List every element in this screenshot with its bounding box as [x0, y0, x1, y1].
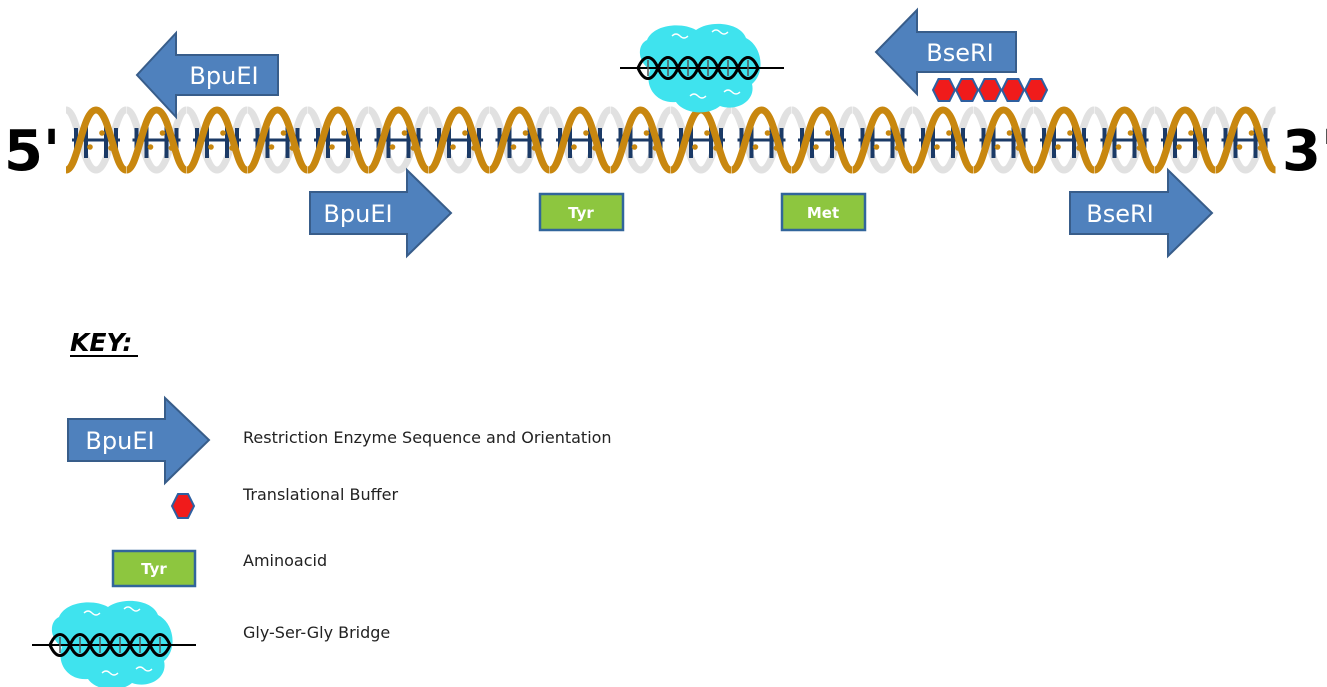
enzyme-label: BpuEI	[189, 62, 258, 90]
key-enzyme-label: BpuEI	[85, 427, 154, 455]
gly-ser-gly-bridge	[618, 22, 786, 114]
aminoacid-label: Tyr	[568, 204, 594, 222]
buffer-hexagon	[977, 78, 1003, 102]
key-enzyme-description: Restriction Enzyme Sequence and Orientat…	[243, 428, 612, 447]
key-buffer-description: Translational Buffer	[242, 485, 399, 504]
buffer-hexagon	[1023, 78, 1049, 102]
helix-turn	[1155, 110, 1215, 170]
key-item-buffer: Translational Buffer	[170, 485, 399, 519]
helix-turn	[1095, 110, 1155, 170]
key-aminoacid-label: Tyr	[141, 560, 167, 578]
five-prime-label: 5'	[4, 119, 60, 184]
enzyme-arrow-symbol	[67, 395, 211, 486]
enzyme-site-bpuei-top: BpuEI	[135, 30, 279, 120]
enzyme-label: BseRI	[926, 39, 994, 67]
helix-turn	[1216, 110, 1276, 170]
key-aminoacid-description: Aminoacid	[243, 551, 327, 570]
helix-turn	[550, 110, 610, 170]
enzyme-label: BseRI	[1086, 200, 1154, 228]
bridge-symbol	[30, 599, 198, 687]
helix-turn	[66, 110, 126, 170]
helix-turn	[1034, 110, 1094, 170]
three-prime-label: 3'	[1282, 119, 1327, 184]
key-item-aminoacid: Tyr Aminoacid	[111, 549, 327, 588]
helix-turn	[732, 110, 792, 170]
helix-turn	[913, 110, 973, 170]
key-bridge-description: Gly-Ser-Gly Bridge	[243, 623, 390, 642]
helix-turn	[248, 110, 308, 170]
helix-turn	[490, 110, 550, 170]
buffer-hexagon	[954, 78, 980, 102]
key-item-bridge: Gly-Ser-Gly Bridge	[30, 599, 390, 687]
enzyme-site-bseri-top: BseRI	[874, 7, 1017, 97]
buffer-hexagon	[1000, 78, 1026, 102]
helix-turn	[853, 110, 913, 170]
aminoacid-tyr: Tyr	[538, 192, 625, 232]
helix-turn	[127, 110, 187, 170]
helix-turn	[187, 110, 247, 170]
key-title: KEY:	[70, 328, 132, 357]
helix-turn	[308, 110, 368, 170]
helix-turn	[369, 110, 429, 170]
helix-turn	[792, 110, 852, 170]
enzyme-label: BpuEI	[323, 200, 392, 228]
enzyme-site-bpuei-bottom: BpuEI	[309, 167, 453, 259]
helix-turn	[611, 110, 671, 170]
red-hexagon-symbol	[170, 493, 196, 519]
aminoacid-label: Met	[807, 204, 839, 222]
enzyme-site-bseri-bottom: BseRI	[1069, 167, 1214, 259]
buffer-hexagon	[931, 78, 957, 102]
helix-turn	[974, 110, 1034, 170]
helix-turn	[671, 110, 731, 170]
aminoacid-met: Met	[780, 192, 867, 232]
helix-turn	[429, 110, 489, 170]
aminoacid-box-symbol	[111, 549, 197, 588]
key-item-enzyme: BpuEI Restriction Enzyme Sequence and Or…	[67, 395, 612, 486]
dna-double-helix	[66, 110, 1276, 170]
translational-buffer	[931, 78, 1049, 102]
